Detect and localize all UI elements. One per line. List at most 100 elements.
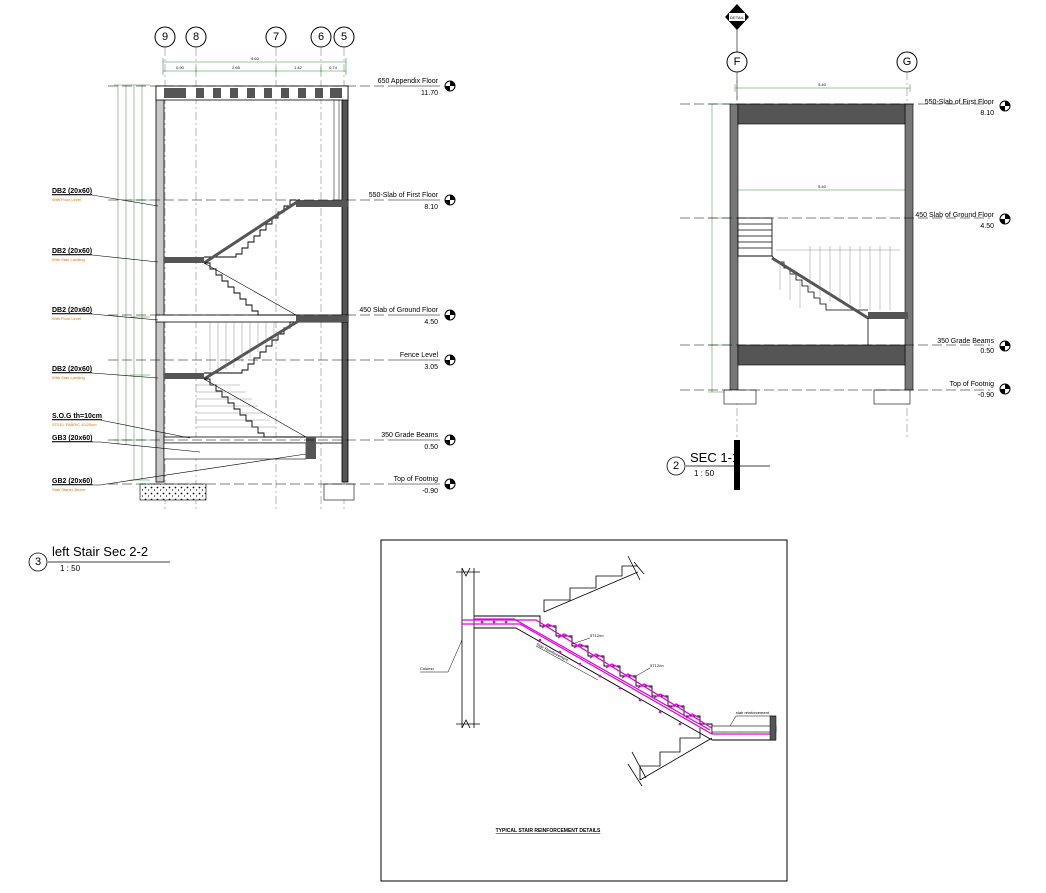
level-value: 11.70 [421,90,438,97]
lower-stair-outline [639,728,701,780]
right-level-grade-beams: 350 Grade Beams 0.50 [937,338,1011,355]
level-marker-icon [999,100,1011,112]
level-value: 8.10 [980,110,994,117]
grid-label-9: 9 [162,31,168,43]
level-appendix-floor: 650 Appendix Floor 11.70 [378,78,456,97]
level-name: Fence Level [400,352,439,359]
level-name: 550-Slab of First Floor [925,99,995,106]
level-marker-icon [444,80,456,92]
right-level-first-floor: 550-Slab of First Floor 8.10 [925,99,1011,117]
grid-bubble-7: 7 [265,26,287,48]
beam-label-gb3: GB3 (20x60) [52,435,92,442]
level-name: 450 Slab of Ground Floor [359,307,438,314]
level-marker-icon [444,434,456,446]
beam-name: GB2 (20x60) [52,478,92,485]
grid-bubble-6: 6 [310,26,332,48]
left-level-tags: 650 Appendix Floor 11.70 550-Slab of Fir… [359,78,456,495]
grid-label-g: G [903,56,912,68]
first-floor-slab-right [737,103,906,125]
level-top-of-footing: Top of Footnig -0.90 [390,476,456,495]
section-title: left Stair Sec 2-2 [52,544,148,559]
right-top-dimension: 5.40 [818,82,827,87]
strip-footing [139,483,207,501]
level-name: 550-Slab of First Floor [369,192,439,199]
level-marker-icon [444,194,456,206]
section-scale: 1 : 50 [60,564,81,573]
top-bars-label: 5T12/m [590,633,604,638]
column-footing [323,483,355,501]
level-value: -0.90 [422,488,438,495]
level-value: 8.10 [424,204,438,211]
left-beam-callouts [52,194,307,486]
detail-leaders [420,637,776,727]
beam-label-db2-landing-upper: DB2 (20x60) With Stair Landing [52,248,92,262]
level-marker-icon [999,340,1011,352]
left-level-lines [108,85,390,485]
right-section-title: 2 SEC 1-1 1 : 50 [666,450,770,478]
lower-landing [164,373,204,379]
section-title: SEC 1-1 [690,450,739,465]
slab-reinforcement-label: slab reinforcement [736,710,770,715]
right-level-lines [680,103,990,391]
grid-label-f: F [734,56,741,68]
level-value: 4.50 [980,223,994,230]
grid-bubble-g: G [896,51,918,73]
beam-name: DB2 (20x60) [52,188,92,195]
right-level-tags: 550-Slab of First Floor 8.10 450 Slab of… [915,99,1011,399]
span-dimension-3: 1.42 [294,65,303,70]
beam-label-db2-ground: DB2 (20x60) With Floor Level [52,307,92,321]
right-mid-dimension: 5.40 [818,184,827,189]
grid-label-5: 5 [341,31,347,43]
right-section: DETAIL F G 5.40 5.40 [666,4,1011,490]
beam-note: Stair Starter Beam [52,487,86,492]
beam-name: DB2 (20x60) [52,307,92,314]
beam-note: STEEL FABRIC 10/20cm [52,422,97,427]
column-f [729,103,739,391]
grid-label-8: 8 [193,31,199,43]
detail-frame [380,539,788,882]
beam-name: GB3 (20x60) [52,435,92,442]
level-value: 3.05 [424,364,438,371]
left-column [155,85,165,483]
footing-g [873,389,911,405]
section-number: 2 [673,460,679,472]
grade-beam-right [737,344,906,366]
section-scale: 1 : 50 [694,469,715,478]
grid-label-6: 6 [318,31,324,43]
beam-name: DB2 (20x60) [52,248,92,255]
beam-name: S.O.G th=10cm [52,413,102,420]
level-name: Top of Footnig [950,381,994,388]
grid-label-7: 7 [273,31,279,43]
level-value: -0.90 [978,392,994,399]
level-name: 350 Grade Beams [381,432,438,439]
left-section-title: 3 left Stair Sec 2-2 1 : 50 [28,544,170,573]
right-stair-flight [737,217,869,345]
column-g [904,103,914,391]
left-vertical-dimensions [114,84,150,481]
span-dimension-1: 0.90 [176,65,185,70]
right-level-top-of-footing: Top of Footnig -0.90 [950,381,1011,399]
beam-note: With Floor Level [52,197,81,202]
level-name: 350 Grade Beams [937,338,994,345]
level-value: 0.50 [424,444,438,451]
level-name: 450 Slab of Ground Floor [915,212,994,219]
section-cut-tag: DETAIL [730,15,744,20]
beam-label-sog: S.O.G th=10cm STEEL FABRIC 10/20cm [52,413,102,427]
grid-bubble-5: 5 [333,26,355,48]
right-column [341,85,349,483]
beam-label-db2-landing-lower: DB2 (20x60) With Stair Landing [52,366,92,380]
grid-bubble-9: 9 [154,26,176,48]
right-level-ground-floor: 450 Slab of Ground Floor 4.50 [915,212,1011,230]
section-number: 3 [35,556,41,568]
upper-stair-outline [543,565,638,612]
level-ground-floor: 450 Slab of Ground Floor 4.50 [359,307,456,326]
detail-column [456,567,480,729]
span-dimension-2: 2.65 [232,65,241,70]
level-marker-icon [444,478,456,490]
level-name: Top of Footnig [394,476,438,483]
left-top-dimensions [162,58,347,75]
level-marker-icon [999,383,1011,395]
beam-note: With Floor Level [52,316,81,321]
level-marker-icon [999,213,1011,225]
